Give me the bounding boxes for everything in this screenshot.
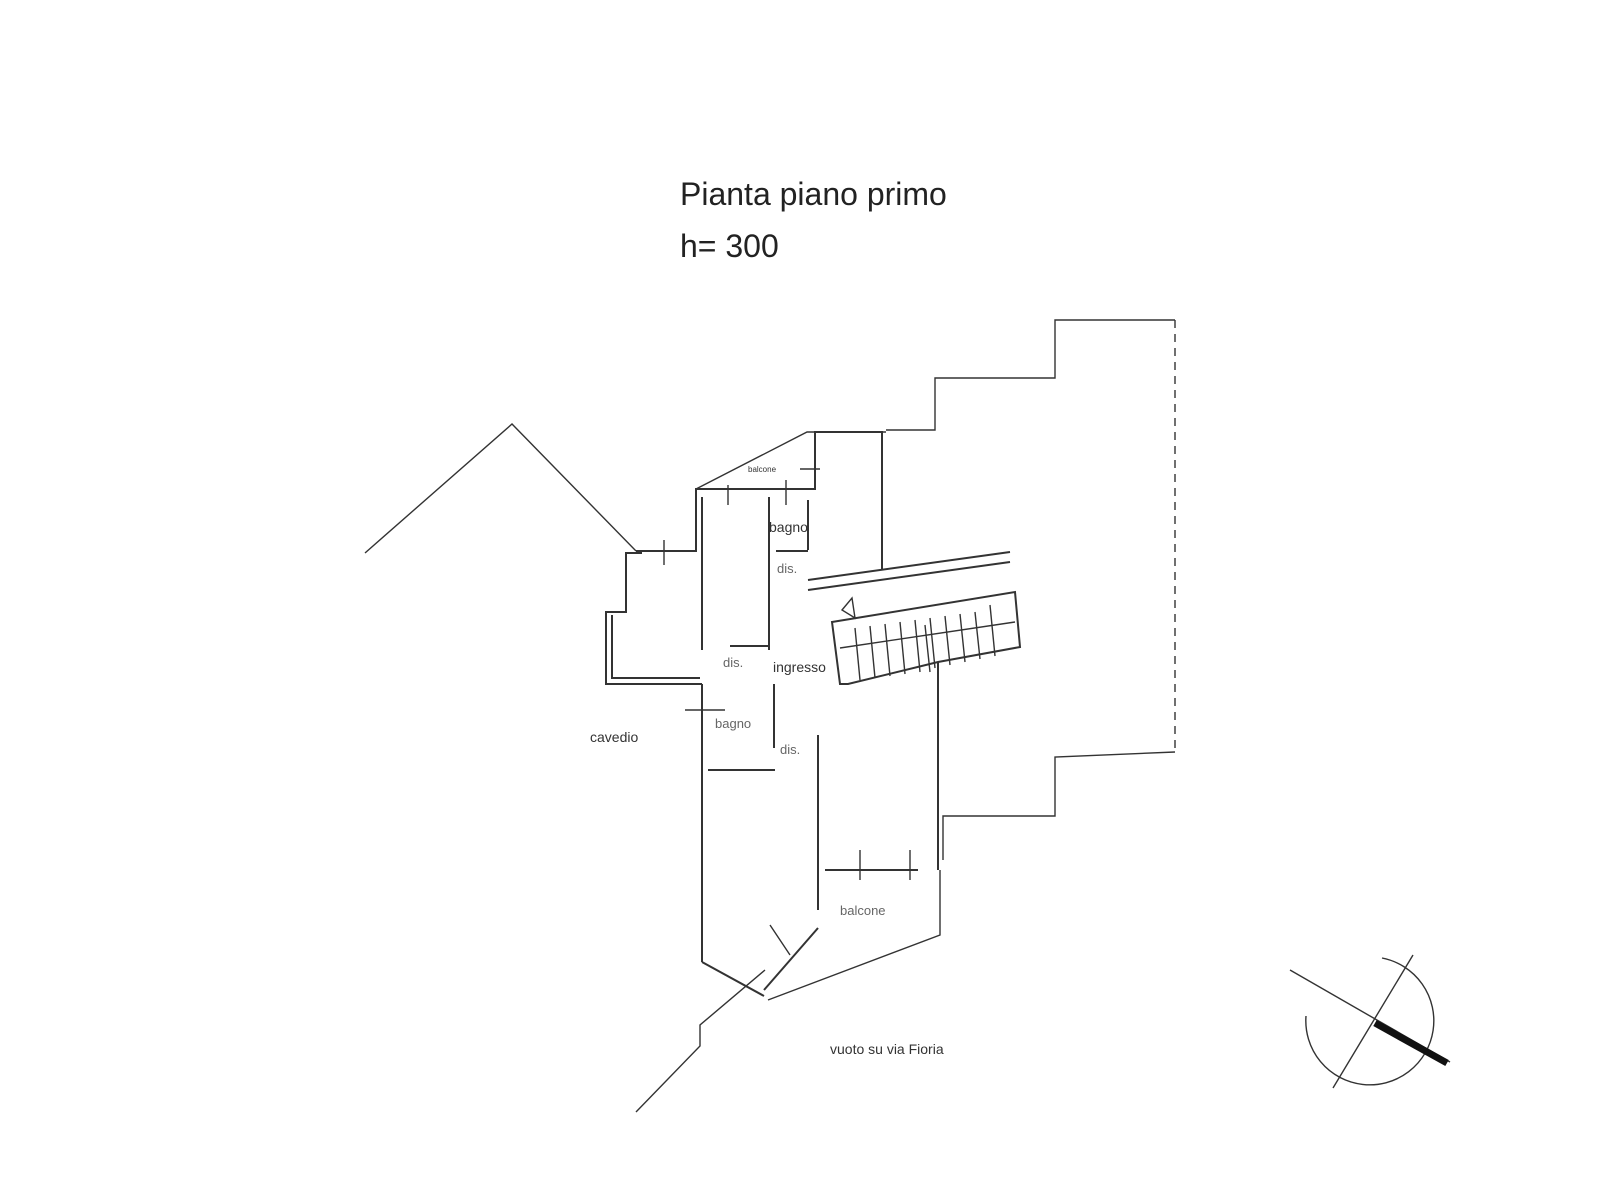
room-label-bagno-north: bagno xyxy=(769,519,808,535)
room-label-ingresso: ingresso xyxy=(773,659,826,675)
triangle-arrow-icon xyxy=(840,596,856,620)
adjacent-outline-left xyxy=(364,423,637,554)
adjacent-outline-bottom xyxy=(635,969,766,1113)
label-vuoto-via-fioria: vuoto su via Fioria xyxy=(830,1041,944,1057)
room-label-dis-middle: dis. xyxy=(723,655,743,670)
plan-title: Pianta piano primo xyxy=(680,176,947,212)
room-label-cavedio: cavedio xyxy=(590,729,638,745)
apartment-walls xyxy=(605,431,1022,1001)
north-arrow-icon xyxy=(1289,954,1451,1089)
adjacent-outline-right xyxy=(886,319,1176,860)
room-label-bagno-south: bagno xyxy=(715,716,751,731)
plan-height: h= 300 xyxy=(680,228,779,264)
room-label-balcone-north: balcone xyxy=(748,465,777,474)
room-label-balcone-south: balcone xyxy=(840,903,886,918)
staircase xyxy=(839,604,1016,681)
room-label-dis-north: dis. xyxy=(777,561,797,576)
room-label-dis-south: dis. xyxy=(780,742,800,757)
